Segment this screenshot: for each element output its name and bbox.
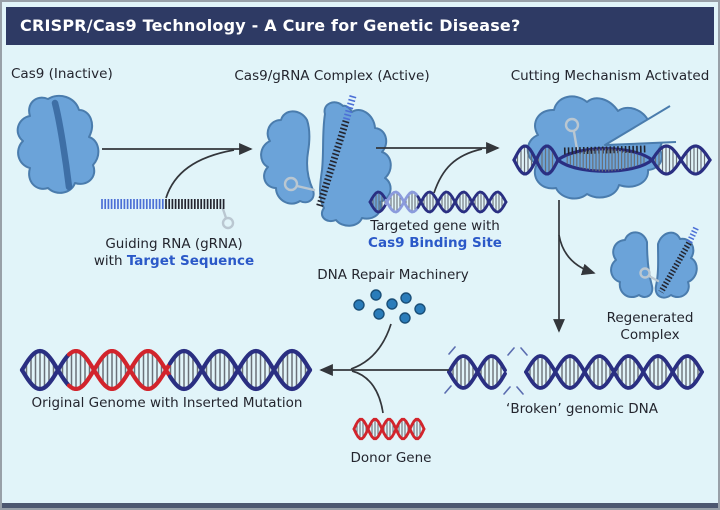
grna-hairpin-icon bbox=[639, 267, 660, 283]
curve-donor-join bbox=[351, 370, 384, 414]
label-targeted-gene: Targeted gene with Cas9 Binding Site bbox=[368, 218, 502, 251]
repair-enzyme-dot bbox=[399, 312, 411, 324]
curve-dots-join bbox=[350, 323, 392, 370]
repair-enzyme-dot bbox=[370, 289, 382, 301]
repair-enzyme-dot bbox=[386, 298, 398, 310]
regenerated-complex bbox=[610, 226, 699, 299]
label-cas9-inactive: Cas9 (Inactive) bbox=[11, 66, 113, 82]
label-cutting-mechanism: Cutting Mechanism Activated bbox=[510, 68, 710, 84]
repair-enzyme-dot bbox=[414, 303, 426, 315]
flow-arrows bbox=[102, 142, 596, 414]
repair-enzyme-dot bbox=[400, 292, 412, 304]
label-regenerated-complex: Regenerated Complex bbox=[606, 310, 694, 343]
dna-helices bbox=[19, 144, 712, 441]
page-title: CRISPR/Cas9 Technology - A Cure for Gene… bbox=[20, 16, 521, 35]
dna-break-marks bbox=[444, 346, 528, 395]
grna-hairpin-icon bbox=[221, 207, 235, 230]
label-dna-repair: DNA Repair Machinery bbox=[317, 267, 469, 283]
grna-strand-icon bbox=[686, 226, 699, 245]
label-guiding-rna: Guiding RNA (gRNA) with Target Sequence bbox=[93, 236, 255, 269]
grna-hairpin-icon bbox=[564, 117, 580, 151]
bottom-bar bbox=[2, 503, 718, 508]
grna-hairpin-icon bbox=[283, 176, 316, 192]
protein-groove-stripe bbox=[51, 99, 73, 191]
repair-enzyme-dot bbox=[373, 308, 385, 320]
cas9-binding-site-text: Cas9 Binding Site bbox=[368, 235, 502, 251]
curve-to-regenerated bbox=[558, 234, 596, 276]
grna-bar-and-dots bbox=[101, 199, 426, 324]
repair-enzyme-dot bbox=[353, 299, 365, 311]
grna-strand-icon bbox=[342, 95, 357, 122]
cas9-inactive-protein bbox=[16, 94, 100, 194]
curve-grna-join bbox=[165, 149, 235, 199]
target-sequence-text: Target Sequence bbox=[126, 253, 255, 269]
curve-targeted-gene-join bbox=[433, 148, 483, 194]
label-complex-active: Cas9/gRNA Complex (Active) bbox=[234, 68, 430, 84]
label-broken-dna: ‘Broken’ genomic DNA bbox=[506, 401, 658, 417]
label-donor-gene: Donor Gene bbox=[350, 450, 432, 466]
cutting-mouth-notch bbox=[604, 105, 677, 146]
label-original-genome: Original Genome with Inserted Mutation bbox=[31, 395, 303, 411]
title-bar: CRISPR/Cas9 Technology - A Cure for Gene… bbox=[6, 7, 714, 45]
